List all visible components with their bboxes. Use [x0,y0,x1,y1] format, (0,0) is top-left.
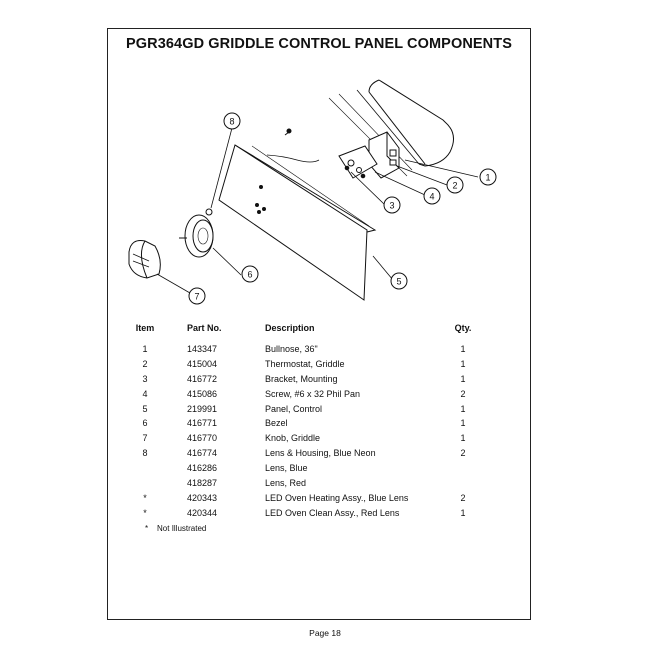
row-qty: 1 [460,344,466,354]
page-frame [107,28,531,620]
footnote-mark: * [145,524,149,533]
row-item: 2 [142,358,148,369]
table-row: 7 416770 Knob, Griddle 1 [125,431,485,446]
parts-table: Item Part No. Description Qty. 1 143347 Bu… [125,322,485,521]
table-row: 416286 Lens, Blue [125,461,485,476]
row-qty: 1 [460,418,466,429]
row-qty: 1 [460,507,466,518]
table-row: * 420343 LED Oven Heating Assy., Blue Lens… [125,491,485,506]
parts-table-body: 1 143347 Bullnose, 36" 1 2 415004 Thermostat, … [125,342,485,521]
table-row: 2 415004 Thermostat, Griddle 1 [125,357,485,372]
row-item: * [143,507,147,518]
table-row: 418287 Lens, Red [125,476,485,491]
callout-1 [479,168,497,186]
control-panel-part [218,144,377,301]
row-part-no: 416771 [187,418,218,429]
table-row: 5 219991 Panel, Control 1 [125,402,485,417]
row-description: Thermostat, Griddle [265,358,345,369]
row-part-no: 418287 [187,478,218,489]
row-item: 6 [142,418,148,429]
row-description: Bracket, Mounting [265,373,338,384]
callout-label-2: 2 [452,181,457,191]
row-description: Bezel [265,418,288,429]
callout-4 [423,187,441,205]
row-item: * [143,492,147,503]
row-qty: 2 [460,492,466,503]
callout-label-4: 4 [429,192,434,202]
row-item: 4 [142,388,148,399]
row-description: Screw, #6 x 32 Phil Pan [265,388,361,399]
callout-5 [390,272,408,290]
callout-label-6: 6 [247,270,252,280]
row-description: Lens, Red [265,478,307,489]
lens-housing-part [205,208,213,216]
thermostat-part [368,131,400,179]
footnote: * Not Illustrated [145,524,206,533]
row-part-no: 416286 [187,463,218,474]
header-item: Item [135,323,155,333]
row-description: Bullnose, 36" [265,344,318,354]
row-description: Panel, Control [265,403,323,414]
row-part-no: 143347 [187,344,218,354]
table-row: 1 143347 Bullnose, 36" 1 [125,342,485,357]
header-part-no: Part No. [187,323,222,333]
footnote-text: Not Illustrated [157,524,207,533]
table-row: 8 416774 Lens & Housing, Blue Neon 2 [125,446,485,461]
row-part-no: 420344 [187,507,218,518]
table-row: 4 415086 Screw, #6 x 32 Phil Pan 2 [125,387,485,402]
table-row: 6 416771 Bezel 1 [125,416,485,431]
row-item: 7 [142,433,148,444]
callout-label-1: 1 [485,173,490,183]
row-part-no: 415004 [187,358,218,369]
table-row: 3 416772 Bracket, Mounting 1 [125,372,485,387]
row-description: Lens, Blue [265,463,308,474]
row-description: LED Oven Clean Assy., Red Lens [265,507,400,518]
row-description: Knob, Griddle [265,433,321,444]
header-description: Description [265,323,315,333]
callout-label-7: 7 [194,292,199,302]
callout-label-3: 3 [389,201,394,211]
callout-7 [188,287,206,305]
row-qty: 1 [460,403,466,414]
callout-labels: 8 1 2 4 3 5 6 7 [194,117,490,302]
screw-parts [284,128,366,179]
callout-3 [383,196,401,214]
row-part-no: 219991 [187,403,218,414]
parts-table-header: Item Part No. Description Qty. [125,322,485,342]
callout-2 [446,176,464,194]
exploded-parts-diagram: 8 1 2 4 3 5 6 7 [128,79,497,305]
header-qty: Qty. [454,323,472,333]
callout-8 [223,112,241,130]
row-description: Lens & Housing, Blue Neon [265,448,376,459]
row-item: 3 [142,373,148,384]
row-description: LED Oven Heating Assy., Blue Lens [265,492,409,503]
row-item: 1 [142,344,148,354]
row-part-no: 415086 [187,388,218,399]
page-number: Page 18 [309,628,341,638]
row-qty: 1 [460,373,466,384]
knob-part [128,240,161,279]
table-row: * 420344 LED Oven Clean Assy., Red Lens 1 [125,506,485,521]
bezel-part [179,214,214,258]
row-item: 5 [142,403,148,414]
bullnose-part [328,79,455,177]
callout-label-5: 5 [396,277,401,287]
row-part-no: 416774 [187,448,218,459]
row-item: 8 [142,448,148,459]
row-part-no: 416770 [187,433,218,444]
row-qty: 1 [460,433,466,444]
mounting-bracket-part [338,145,378,179]
leader-lines [156,127,479,294]
row-part-no: 416772 [187,373,218,384]
page-title: PGR364GD GRIDDLE CONTROL PANEL COMPONENT… [126,36,512,52]
callouts [188,112,497,305]
row-qty: 2 [460,448,466,459]
callout-6 [241,265,259,283]
row-part-no: 420343 [187,492,218,503]
row-qty: 2 [460,388,466,399]
callout-label-8: 8 [229,117,234,127]
row-qty: 1 [460,358,466,369]
